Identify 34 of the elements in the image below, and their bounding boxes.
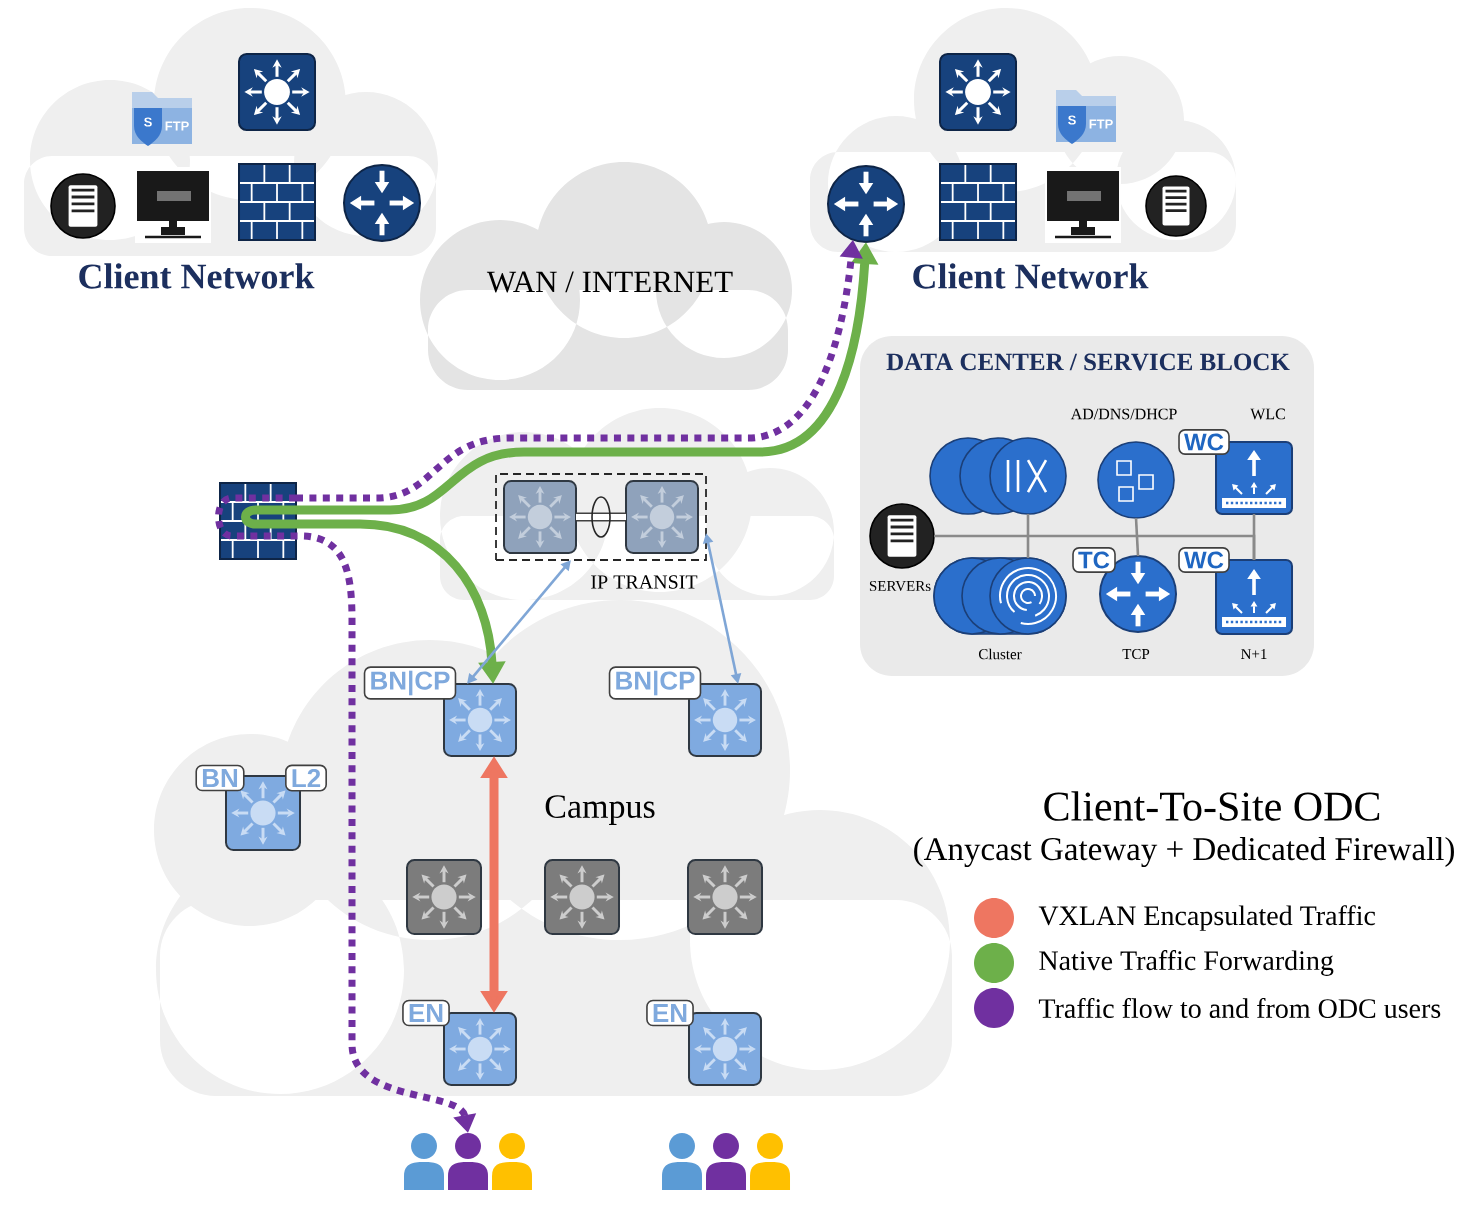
device-label: WLC <box>1250 408 1285 420</box>
role-badge: EN <box>646 999 694 1027</box>
switch-icon <box>625 480 699 554</box>
device-label: AD/DNS/DHCP <box>1070 408 1177 420</box>
arrow <box>467 560 571 684</box>
users-icon <box>404 1133 532 1190</box>
switch-icon <box>443 1012 517 1086</box>
role-badge: EN <box>402 999 450 1027</box>
role-badge: L2 <box>285 764 327 792</box>
appliance-cluster-icon <box>929 437 1067 515</box>
legend-text: VXLAN Encapsulated Traffic <box>1038 905 1376 931</box>
connector-line <box>576 512 626 522</box>
cloud: IP TRANSIT <box>440 408 834 600</box>
legend-text: Native Traffic Forwarding <box>1039 950 1334 976</box>
switch-icon <box>687 859 763 935</box>
connector-line <box>1134 517 1140 557</box>
switch-icon <box>406 859 482 935</box>
switch-icon <box>688 1012 762 1086</box>
legend-text: Traffic flow to and from ODC users <box>1038 998 1441 1018</box>
role-badge: BN <box>195 764 245 792</box>
role-badge: TC <box>1072 547 1116 573</box>
dashed-frame <box>495 473 707 561</box>
role-badge: WC <box>1178 429 1230 455</box>
connector-line <box>934 534 1256 560</box>
switch-icon <box>503 480 577 554</box>
connector-line <box>1026 514 1030 558</box>
role-badge: BN|CP <box>608 666 702 700</box>
cloud: WAN / INTERNET <box>420 162 792 390</box>
router-icon <box>827 165 905 243</box>
users-icon <box>662 1133 790 1190</box>
switch-icon <box>544 859 620 935</box>
role-badge: BN|CP <box>363 666 457 700</box>
title: Client-To-Site ODC <box>1044 791 1380 821</box>
role-badge: WC <box>1178 547 1230 573</box>
